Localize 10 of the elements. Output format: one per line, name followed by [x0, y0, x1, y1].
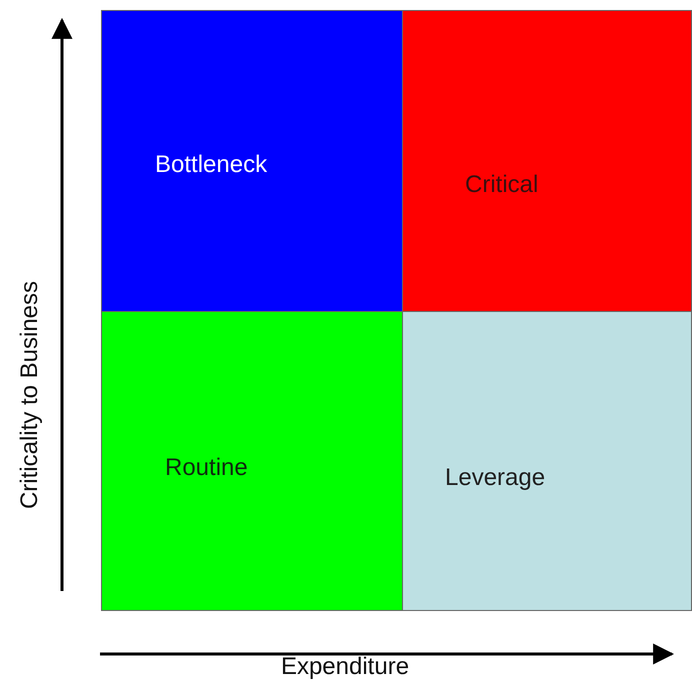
quadrant-label: Routine [165, 454, 248, 482]
quadrant [402, 10, 692, 312]
quadrant-label: Bottleneck [155, 151, 268, 179]
axis-label: Expenditure [280, 653, 410, 681]
quadrant [101, 10, 403, 312]
quadrant [101, 311, 403, 611]
quadrant [402, 311, 692, 611]
quadrant-label: Leverage [445, 464, 546, 492]
axis-label: Criticality to Business [16, 280, 44, 510]
quadrant-label: Critical [465, 171, 538, 199]
